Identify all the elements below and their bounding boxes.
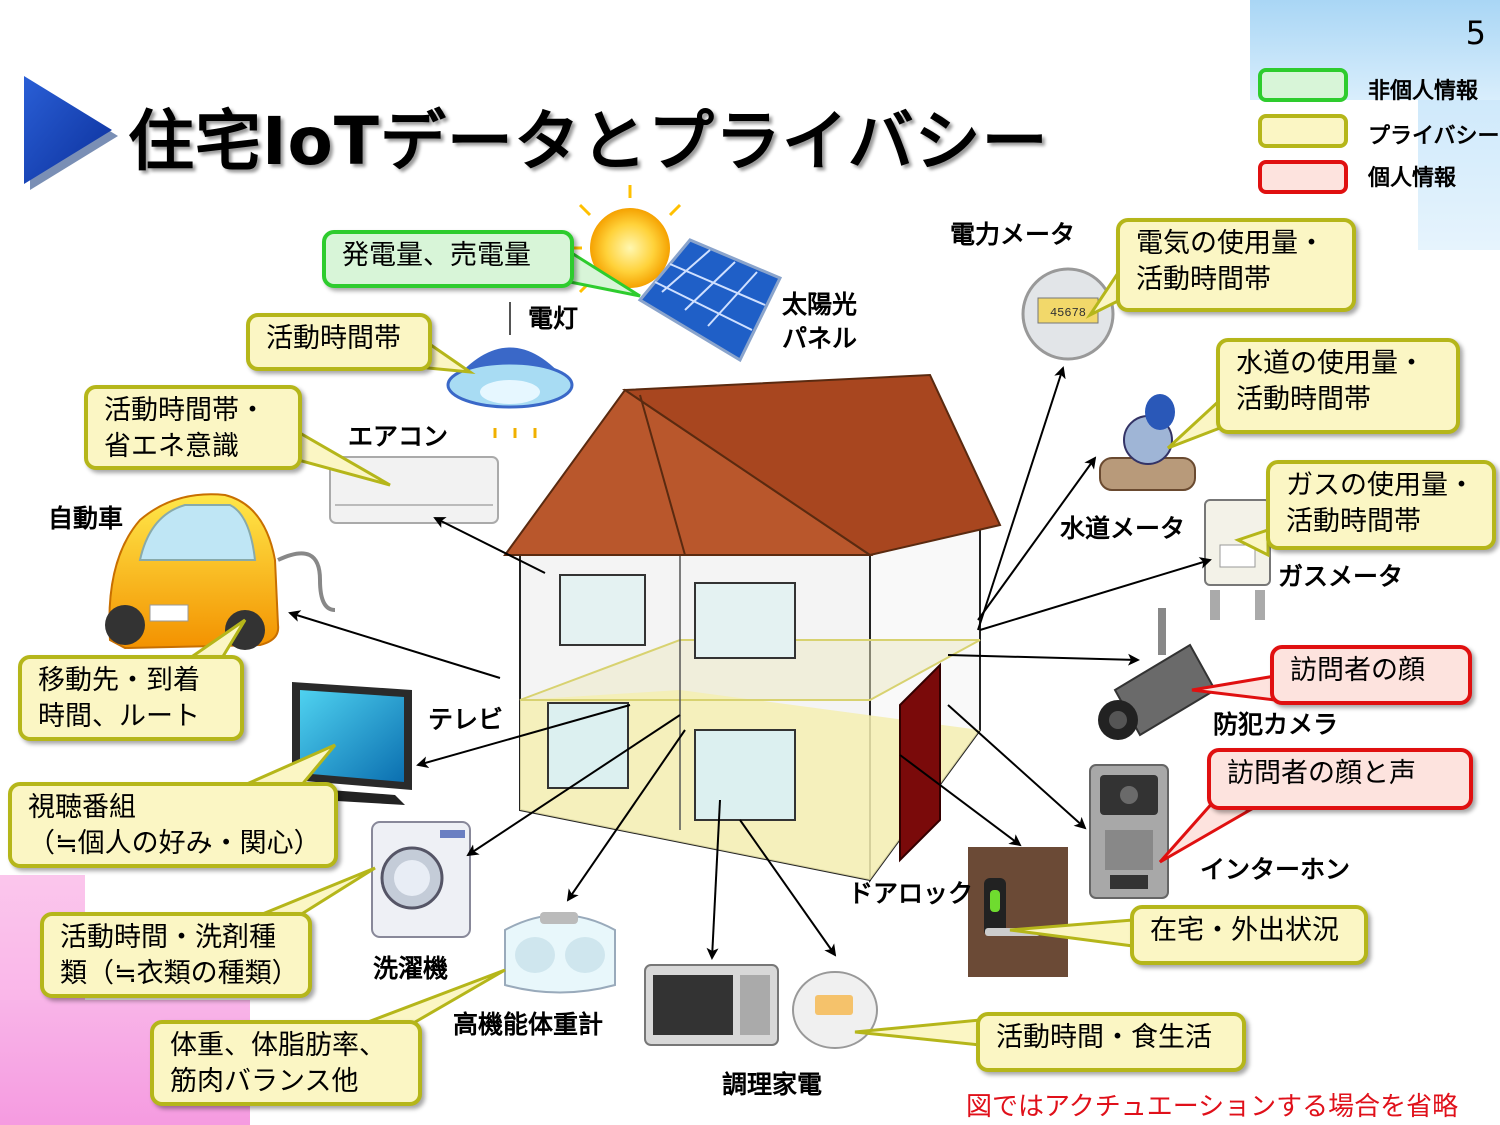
callout-door-lock: 在宅・外出状況 [1130,905,1368,965]
callout-tv: 視聴番組 （≒個人の好み・関心） [8,782,338,868]
label-power-meter: 電力メータ [950,220,1076,249]
house [503,373,1002,884]
page-number: 5 [1465,14,1486,52]
gas-meter-icon [1204,499,1271,620]
label-tv: テレビ [428,705,504,734]
microwave-icon [644,964,779,1046]
label-door-lock: ドアロック [848,879,974,908]
power-meter-display: 45678 [1050,306,1086,320]
callout-water: 水道の使用量・ 活動時間帯 [1216,338,1460,434]
label-scale: 高機能体重計 [453,1010,604,1039]
label-aircon: エアコン [348,422,449,451]
page-title: 住宅IoTデータとプライバシー [128,103,1049,180]
door-lock-icon [968,847,1068,977]
label-light: 電灯 [528,304,579,333]
callout-solar: 発電量、売電量 [322,230,574,288]
legend-swatch-personal [1258,160,1348,194]
label-washer: 洗濯機 [373,954,449,983]
callout-car: 移動先・到着 時間、ルート [18,655,244,741]
footnote: 図ではアクチュエーションする場合を省略 [966,1092,1459,1122]
data-flow-arrows [288,366,1212,960]
title-arrow-icon [24,76,118,190]
callout-scale: 体重、体脂肪率、 筋肉バランス他 [150,1020,422,1106]
label-water-meter: 水道メータ [1060,514,1186,543]
right-blue-strip [1418,100,1500,250]
legend-swatch-non-personal [1258,68,1348,102]
callout-aircon: 活動時間帯・ 省エネ意識 [84,385,302,470]
callout-washer: 活動時間・洗剤種 類（≒衣類の種類） [40,912,312,998]
washing-machine-icon [371,821,471,938]
rice-cooker-icon [792,971,878,1049]
callout-intercom: 訪問者の顔と声 [1207,748,1473,810]
callout-camera: 訪問者の顔 [1270,645,1472,705]
car-icon [105,493,336,650]
callout-kitchen: 活動時間・食生活 [976,1012,1246,1072]
label-camera: 防犯カメラ [1213,710,1339,739]
label-car: 自動車 [48,504,124,533]
legend-label-privacy: プライバシー [1368,124,1500,149]
intercom-icon [1089,764,1169,899]
legend-label-personal: 個人情報 [1368,166,1457,191]
label-solar-panel: 太陽光 パネル [782,290,858,353]
legend-swatch-privacy [1258,114,1348,148]
ceiling-light-icon [446,302,574,438]
label-intercom: インターホン [1200,855,1351,884]
body-scale-icon [504,912,616,994]
label-kitchen: 調理家電 [722,1070,823,1099]
callout-gas: ガスの使用量・ 活動時間帯 [1266,460,1496,550]
legend-label-non-personal: 非個人情報 [1368,79,1479,104]
solar-panel-icon [568,185,783,363]
callout-power: 電気の使用量・ 活動時間帯 [1116,218,1356,312]
label-gas-meter: ガスメータ [1278,562,1404,591]
water-meter-icon [1099,394,1196,491]
power-meter-icon: 45678 [1021,267,1115,361]
security-camera-icon [1098,608,1217,740]
tv-icon [292,682,412,805]
callout-light: 活動時間帯 [246,313,432,371]
